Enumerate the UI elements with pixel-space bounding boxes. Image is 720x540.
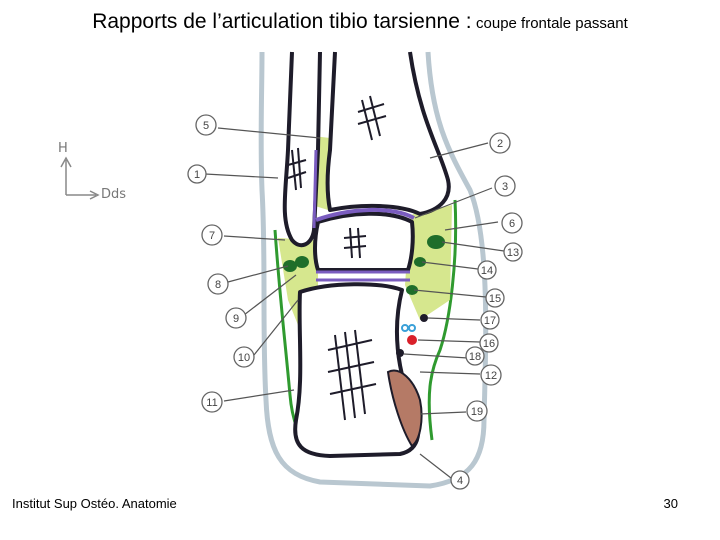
callout-2-number: 2: [497, 138, 503, 150]
callout-17-number: 17: [484, 315, 496, 327]
callout-5: 5: [195, 114, 217, 136]
tibia-hatching: [357, 95, 387, 141]
fibula-hatching: [287, 147, 307, 191]
nerve-2: [408, 324, 416, 332]
callout-10-number: 10: [238, 352, 250, 364]
callout-17: 17: [480, 310, 500, 330]
nerve-1: [401, 324, 409, 332]
title-sub: coupe frontale passant: [476, 15, 628, 32]
callout-8: 8: [207, 273, 229, 295]
callout-15: 15: [485, 288, 505, 308]
callout-4-number: 4: [457, 475, 463, 487]
callout-13-number: 13: [507, 247, 519, 259]
callout-7: 7: [201, 224, 223, 246]
callout-14: 14: [477, 260, 497, 280]
tendon-flexor-hallucis: [420, 314, 428, 322]
callout-7-number: 7: [209, 230, 215, 242]
callout-5-number: 5: [203, 120, 209, 132]
callout-1-number: 1: [194, 169, 200, 181]
callout-11-number: 11: [206, 397, 217, 409]
callout-1: 1: [187, 164, 207, 184]
callout-6: 6: [501, 212, 523, 234]
callout-3: 3: [494, 175, 516, 197]
callout-labels: 1 2 3 4 5 6 7 8 9 10 11 12 13 14 15 16 1…: [187, 114, 523, 490]
tendon-medial-2: [414, 257, 426, 267]
callout-6-number: 6: [509, 218, 515, 230]
callout-8-number: 8: [215, 279, 221, 291]
artery: [407, 335, 417, 345]
tendon-medial-1: [427, 235, 445, 249]
callout-12: 12: [480, 364, 502, 386]
callout-9: 9: [225, 307, 247, 329]
footer-institute-text: Institut Sup Ostéo. Anatomie: [12, 496, 177, 511]
slide-title: Rapports de l’articulation tibio tarsien…: [0, 10, 720, 34]
title-main: Rapports de l’articulation tibio tarsien…: [92, 10, 472, 33]
callout-19-number: 19: [471, 406, 483, 418]
callout-16-number: 16: [483, 338, 495, 350]
tibiotalar-joint-cartilage: [315, 207, 415, 222]
orientation-up-label: H: [58, 141, 68, 156]
subtalar-joint-cartilage: [316, 270, 410, 282]
fibula: [282, 51, 322, 248]
talus: [313, 211, 415, 272]
callout-9-number: 9: [233, 313, 239, 325]
callout-18-number: 18: [469, 351, 481, 363]
medial-fascia: [427, 199, 458, 441]
callout-2: 2: [489, 132, 511, 154]
tibia: [325, 51, 451, 216]
tendon-medial-3: [406, 285, 418, 295]
callout-13: 13: [503, 242, 523, 262]
orientation-marker: H Dds: [58, 141, 126, 202]
tendon-lateral-2: [295, 256, 309, 268]
callout-15-number: 15: [489, 293, 501, 305]
page-number: 30: [663, 496, 678, 511]
callout-10: 10: [233, 346, 255, 368]
callout-3-number: 3: [502, 181, 508, 193]
callout-14-number: 14: [481, 265, 493, 277]
calcaneus-hatching: [327, 329, 377, 421]
abductor-muscle: [386, 369, 423, 448]
talus-hatching: [343, 227, 367, 259]
tendon-small: [396, 349, 404, 357]
skin-outline: [258, 51, 489, 489]
callout-4: 4: [450, 470, 470, 490]
callout-19: 19: [466, 400, 488, 422]
callout-18: 18: [465, 346, 485, 366]
leader-lines: [204, 127, 505, 479]
fibular-cartilage: [312, 149, 318, 229]
callout-12-number: 12: [485, 370, 497, 382]
orientation-lateral-label: Dds: [101, 187, 126, 202]
callout-16: 16: [479, 333, 499, 353]
tendon-lateral-1: [283, 260, 297, 272]
calcaneus: [293, 282, 421, 458]
callout-11: 11: [201, 391, 223, 413]
